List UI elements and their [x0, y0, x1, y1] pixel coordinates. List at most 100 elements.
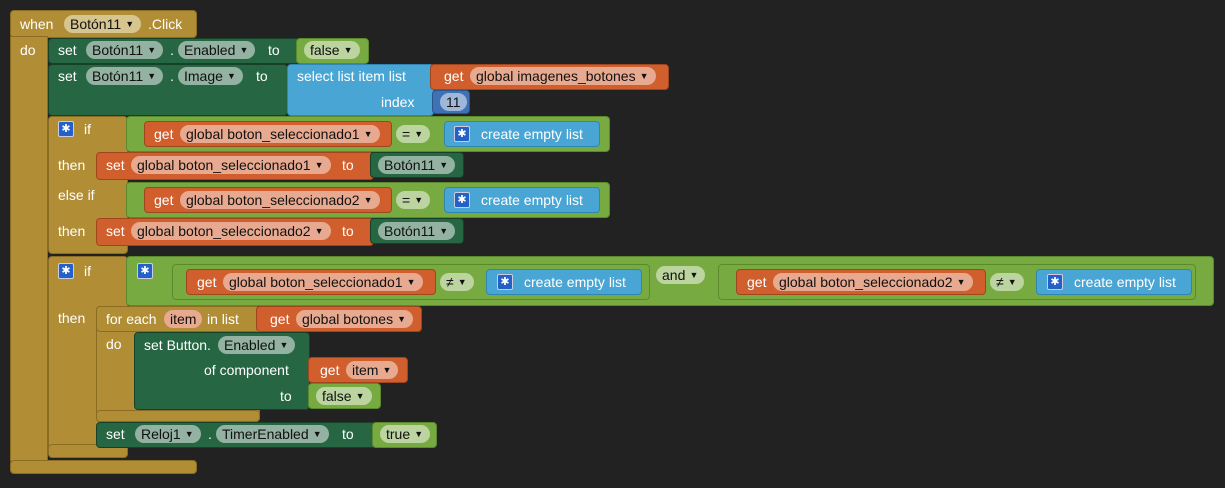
create-empty-list-block[interactable]: [444, 121, 600, 147]
dot-label: .: [170, 68, 174, 84]
then-label: then: [58, 157, 86, 173]
for-each-label: for each: [106, 311, 157, 327]
chevron-down-icon: ▼: [689, 270, 699, 280]
timer-component-dropdown[interactable]: Reloj1▼: [135, 425, 201, 443]
chevron-down-icon: ▼: [125, 19, 135, 29]
chevron-down-icon: ▼: [343, 45, 353, 55]
get-label: get: [154, 192, 174, 208]
false-value-dropdown[interactable]: false▼: [304, 41, 360, 59]
get-label: get: [154, 126, 174, 142]
chevron-down-icon: ▼: [1007, 277, 1017, 287]
mutator-gear-icon[interactable]: ✱: [454, 192, 470, 208]
get-label: get: [270, 311, 290, 327]
to-label: to: [342, 426, 354, 442]
mutator-gear-icon[interactable]: ✱: [58, 121, 74, 137]
eq-operator-dropdown[interactable]: =▼: [396, 125, 431, 143]
chevron-down-icon: ▼: [397, 314, 407, 324]
sel1-var-dropdown[interactable]: global boton_seleccionado1▼: [180, 125, 380, 143]
chevron-down-icon: ▼: [279, 340, 289, 350]
else-if-label: else if: [58, 187, 95, 203]
chevron-down-icon: ▼: [457, 277, 467, 287]
sel2-var-dropdown[interactable]: global boton_seleccionado2▼: [773, 273, 973, 291]
create-empty-list-label: create empty list: [481, 192, 583, 208]
imagenes-var-dropdown[interactable]: global imagenes_botones▼: [470, 67, 656, 85]
select-list-item-block[interactable]: [287, 64, 434, 116]
to-label: to: [256, 68, 268, 84]
index-number-field[interactable]: 11: [440, 93, 467, 111]
chevron-down-icon: ▼: [227, 71, 236, 81]
component-dropdown[interactable]: Botón11▼: [378, 156, 456, 174]
mutator-gear-icon[interactable]: ✱: [497, 274, 513, 290]
chevron-down-icon: ▼: [956, 277, 966, 287]
chevron-down-icon: ▼: [147, 45, 157, 55]
component-dropdown[interactable]: Botón11▼: [378, 222, 456, 240]
of-component-label: of component: [204, 362, 289, 378]
sel1-var-dropdown[interactable]: global boton_seleccionado1▼: [131, 156, 331, 174]
set-enabled-component-dropdown[interactable]: Botón11▼: [86, 41, 164, 59]
mutator-gear-icon[interactable]: ✱: [58, 263, 74, 279]
dot-label: .: [208, 426, 212, 442]
chevron-down-icon: ▼: [439, 160, 449, 170]
to-label: to: [342, 223, 354, 239]
get-label: get: [197, 274, 217, 290]
chevron-down-icon: ▼: [414, 129, 424, 139]
mutator-gear-icon[interactable]: ✱: [454, 126, 470, 142]
for-each-bottom-bar: [96, 410, 260, 422]
chevron-down-icon: ▼: [414, 429, 424, 439]
dot-label: .: [170, 42, 174, 58]
and-operator-dropdown[interactable]: and▼: [656, 266, 706, 284]
create-empty-list-block[interactable]: [444, 187, 600, 213]
chevron-down-icon: ▼: [314, 226, 324, 236]
generic-property-dropdown[interactable]: Enabled▼: [218, 336, 296, 354]
select-list-item-label: select list item list: [297, 68, 406, 84]
set-image-block[interactable]: [48, 64, 288, 116]
sel2-var-dropdown[interactable]: global boton_seleccionado2▼: [131, 222, 331, 240]
do-label: do: [106, 336, 122, 352]
set-label: set: [58, 42, 77, 58]
chevron-down-icon: ▼: [639, 71, 649, 81]
set-label: set: [106, 223, 125, 239]
botones-var-dropdown[interactable]: global botones▼: [296, 310, 414, 328]
event-component-dropdown[interactable]: Botón11▼: [64, 15, 142, 33]
eq-operator-dropdown[interactable]: =▼: [396, 191, 431, 209]
item-var-dropdown[interactable]: item▼: [346, 361, 399, 379]
for-each-var-field[interactable]: item: [164, 310, 203, 328]
chevron-down-icon: ▼: [314, 160, 324, 170]
chevron-down-icon: ▼: [363, 129, 373, 139]
sel1-var-dropdown[interactable]: global boton_seleccionado1▼: [223, 273, 423, 291]
false-value-dropdown[interactable]: false▼: [316, 387, 372, 405]
mutator-gear-icon[interactable]: ✱: [1047, 274, 1063, 290]
then-label: then: [58, 223, 86, 239]
when-click-event-block[interactable]: [10, 10, 197, 38]
in-list-label: in list: [207, 311, 239, 327]
sel2-var-dropdown[interactable]: global boton_seleccionado2▼: [180, 191, 380, 209]
set-image-property-dropdown[interactable]: Image▼: [178, 67, 243, 85]
create-empty-list-label: create empty list: [1074, 274, 1176, 290]
get-label: get: [747, 274, 767, 290]
do-label: do: [20, 42, 36, 58]
chevron-down-icon: ▼: [382, 365, 392, 375]
to-label: to: [280, 388, 292, 404]
timer-property-dropdown[interactable]: TimerEnabled▼: [216, 425, 329, 443]
set-enabled-property-dropdown[interactable]: Enabled▼: [178, 41, 256, 59]
create-empty-list-label: create empty list: [481, 126, 583, 142]
set-label: set: [106, 157, 125, 173]
neq-operator-dropdown[interactable]: ≠▼: [990, 273, 1024, 291]
set-image-component-dropdown[interactable]: Botón11▼: [86, 67, 164, 85]
event-bottom-bar: [10, 460, 197, 474]
chevron-down-icon: ▼: [406, 277, 416, 287]
event-body-spine: [10, 36, 48, 464]
chevron-down-icon: ▼: [312, 429, 322, 439]
index-label: index: [381, 94, 415, 110]
true-value-dropdown[interactable]: true▼: [380, 425, 431, 443]
chevron-down-icon: ▼: [239, 45, 249, 55]
set-button-label: set Button.: [144, 337, 211, 353]
event-name-label: .Click: [148, 16, 183, 32]
neq-operator-dropdown[interactable]: ≠▼: [440, 273, 474, 291]
get-label: get: [320, 362, 340, 378]
mutator-gear-icon[interactable]: ✱: [137, 263, 153, 279]
if-label: if: [84, 121, 91, 137]
to-label: to: [342, 157, 354, 173]
to-label: to: [268, 42, 280, 58]
when-label: when: [20, 16, 54, 32]
